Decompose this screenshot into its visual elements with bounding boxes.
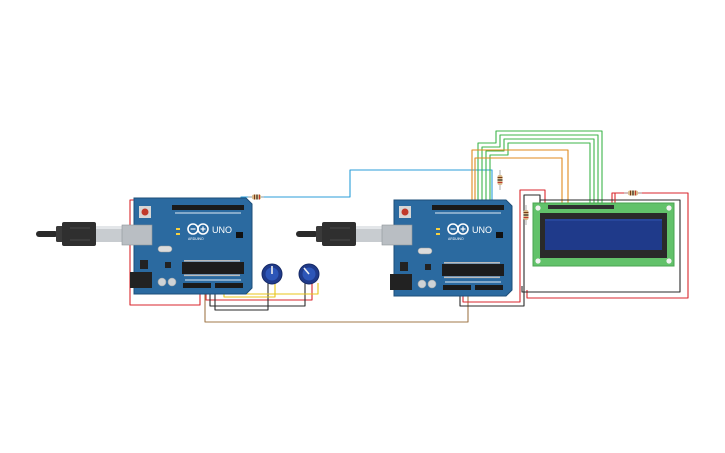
icsp-header xyxy=(496,232,503,238)
resistor-left[interactable] xyxy=(248,194,264,200)
board-model-label: UNO xyxy=(212,225,232,235)
wire-green-3[interactable] xyxy=(485,138,595,208)
microcontroller xyxy=(182,262,244,274)
wire-red-right[interactable] xyxy=(462,189,546,303)
capacitor xyxy=(167,277,177,287)
icsp-header xyxy=(236,232,243,238)
mcu-pins xyxy=(444,262,500,279)
power-header xyxy=(443,285,471,290)
analog-header xyxy=(475,285,503,290)
led xyxy=(176,233,180,235)
microcontroller xyxy=(442,264,504,276)
wire-red-lcd[interactable] xyxy=(526,192,689,299)
wire-green-1[interactable] xyxy=(477,130,603,208)
lcd-pins xyxy=(548,205,614,209)
capacitor xyxy=(157,277,167,287)
potentiometer-1[interactable] xyxy=(261,263,283,285)
mount-hole xyxy=(666,258,672,264)
led xyxy=(176,228,180,230)
mount-hole xyxy=(535,258,541,264)
digital-header xyxy=(432,205,504,210)
voltage-regulator xyxy=(140,260,148,269)
wire-green-2[interactable] xyxy=(481,134,599,208)
power-jack xyxy=(130,272,152,288)
board-model-label: UNO xyxy=(472,225,492,235)
wire-black-left-2[interactable] xyxy=(214,282,269,311)
mcu-pins xyxy=(184,260,240,277)
capacitor xyxy=(417,279,427,289)
voltage-regulator xyxy=(400,262,408,271)
wire-orange-2[interactable] xyxy=(474,157,563,208)
crystal xyxy=(417,247,433,255)
analog-header xyxy=(215,283,243,288)
smd-chip xyxy=(425,264,431,270)
usb-jack xyxy=(121,224,153,246)
arduino-left[interactable]: UNO ARDUINO xyxy=(121,197,253,295)
lcd-16x2[interactable] xyxy=(532,202,675,267)
led xyxy=(436,228,440,230)
arduino-logo xyxy=(447,223,469,235)
capacitor xyxy=(427,279,437,289)
board-brand-label: ARDUINO xyxy=(188,237,204,241)
smd-chip xyxy=(165,262,171,268)
silk-pins xyxy=(175,212,241,281)
wire-orange-1[interactable] xyxy=(471,149,569,208)
wire-green-4[interactable] xyxy=(489,142,591,208)
usb-cable-right[interactable] xyxy=(296,222,382,246)
resistor-lcd-backlight[interactable] xyxy=(624,190,642,196)
crystal xyxy=(157,245,173,253)
mount-hole xyxy=(666,205,672,211)
led xyxy=(436,233,440,235)
arduino-right[interactable]: UNO ARDUINO xyxy=(381,199,513,297)
resistor-lcd-contrast[interactable] xyxy=(523,205,529,225)
usb-cable-left[interactable] xyxy=(36,222,122,246)
power-header xyxy=(183,283,211,288)
wire-black-lcd[interactable] xyxy=(521,199,681,293)
digital-header xyxy=(172,205,244,210)
arduino-logo xyxy=(187,223,209,235)
silk-pins xyxy=(435,212,501,283)
power-jack xyxy=(390,274,412,290)
lcd-screen xyxy=(545,219,662,250)
board-brand-label: ARDUINO xyxy=(448,237,464,241)
potentiometer-2[interactable] xyxy=(298,263,320,285)
resistor-right-board[interactable] xyxy=(497,170,503,190)
mount-hole xyxy=(535,205,541,211)
usb-jack xyxy=(381,224,413,246)
wire-black-right[interactable] xyxy=(459,194,541,307)
